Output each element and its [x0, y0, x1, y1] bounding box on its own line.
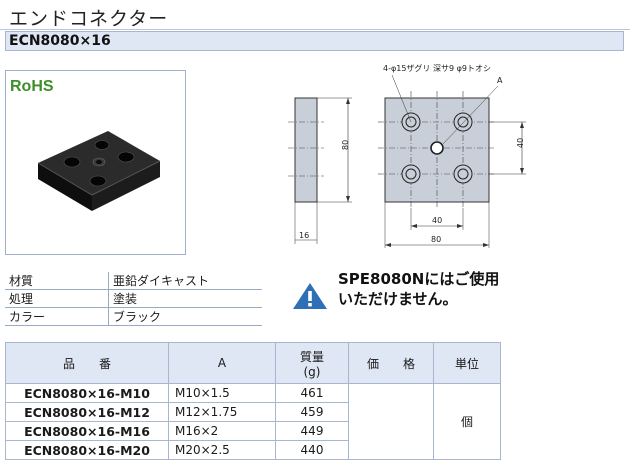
- hole: [63, 156, 81, 168]
- dim-height-label: 80: [341, 140, 350, 150]
- spec-value: ブラック: [108, 307, 262, 326]
- hole-callout: 4-φ15ザグリ 深サ9 φ9トオシ: [383, 63, 491, 73]
- warning-line-1: SPE8080Nにはご使用: [338, 270, 500, 288]
- spec-value: 塗装: [108, 289, 262, 308]
- warning-line-2: いただけません。: [338, 290, 458, 308]
- header-price: 価 格: [348, 342, 434, 384]
- cell-part-no: ECN8080×16-M10: [5, 383, 169, 403]
- side-view: [294, 97, 318, 203]
- rohs-logo: RoHS: [10, 78, 54, 95]
- warning-text: SPE8080Nにはご使用 いただけません。: [338, 269, 499, 309]
- spec-row: カラー ブラック: [5, 307, 262, 326]
- dim-pitch-v-label: 40: [516, 138, 525, 148]
- cell-a: M16×2: [168, 421, 276, 441]
- cell-a: M20×2.5: [168, 440, 276, 460]
- spec-table: 材質 亜鉛ダイキャスト 処理 塗装 カラー ブラック: [5, 272, 262, 326]
- cell-part-no: ECN8080×16-M16: [5, 421, 169, 441]
- cell-mass: 459: [275, 402, 349, 422]
- header-a: A: [168, 342, 276, 384]
- hole: [89, 175, 107, 187]
- cell-price: [348, 383, 434, 460]
- warning-icon: [293, 283, 327, 309]
- product-table: 品 番 A 質量 (g) 価 格 単位 ECN8080×16-M10 M10×1…: [5, 342, 501, 460]
- table-row: ECN8080×16-M12 M12×1.75 459: [5, 402, 501, 422]
- page-title: エンドコネクター: [9, 8, 169, 30]
- model-bar: [5, 31, 624, 51]
- cell-part-no: ECN8080×16-M12: [5, 402, 169, 422]
- cell-a: M10×1.5: [168, 383, 276, 403]
- spec-value: 亜鉛ダイキャスト: [108, 272, 262, 290]
- header-mass-label: 質量: [299, 349, 324, 364]
- plate-right-side: [92, 161, 160, 211]
- table-row: ECN8080×16-M20 M20×2.5 440: [5, 440, 501, 460]
- dim-thickness-label: 16: [299, 231, 309, 240]
- technical-drawing: 80 16 4-φ15ザグリ 深サ9 φ9トオシ A 40 40 80: [288, 63, 526, 248]
- header-mass: 質量 (g): [275, 342, 349, 384]
- dim-width-label: 80: [431, 235, 441, 244]
- model-number: ECN8080×16: [9, 33, 111, 49]
- tapped-hole-A: [430, 141, 444, 155]
- cell-unit: 個: [433, 383, 501, 460]
- cell-mass: 449: [275, 421, 349, 441]
- ref-A: A: [497, 76, 503, 85]
- header-unit: 単位: [433, 342, 501, 384]
- spec-row: 処理 塗装: [5, 289, 262, 308]
- spec-key: 材質: [5, 272, 109, 290]
- spec-row: 材質 亜鉛ダイキャスト: [5, 272, 262, 290]
- table-row: ECN8080×16-M16 M16×2 449: [5, 421, 501, 441]
- spec-key: カラー: [5, 307, 109, 326]
- cell-a: M12×1.75: [168, 402, 276, 422]
- title-divider: [0, 29, 630, 30]
- cell-part-no: ECN8080×16-M20: [5, 440, 169, 460]
- spec-key: 処理: [5, 289, 109, 308]
- product-photo: [37, 131, 161, 211]
- table-header-row: 品 番 A 質量 (g) 価 格 単位: [5, 342, 501, 384]
- table-row: ECN8080×16-M10 M10×1.5 461 個: [5, 383, 501, 460]
- cell-mass: 461: [275, 383, 349, 403]
- hole: [94, 140, 110, 150]
- plate-left-side: [38, 163, 92, 211]
- dim-pitch-h-label: 40: [432, 216, 442, 225]
- hole: [117, 151, 135, 163]
- cell-mass: 440: [275, 440, 349, 460]
- header-part-no: 品 番: [5, 342, 169, 384]
- header-mass-unit: (g): [303, 364, 321, 379]
